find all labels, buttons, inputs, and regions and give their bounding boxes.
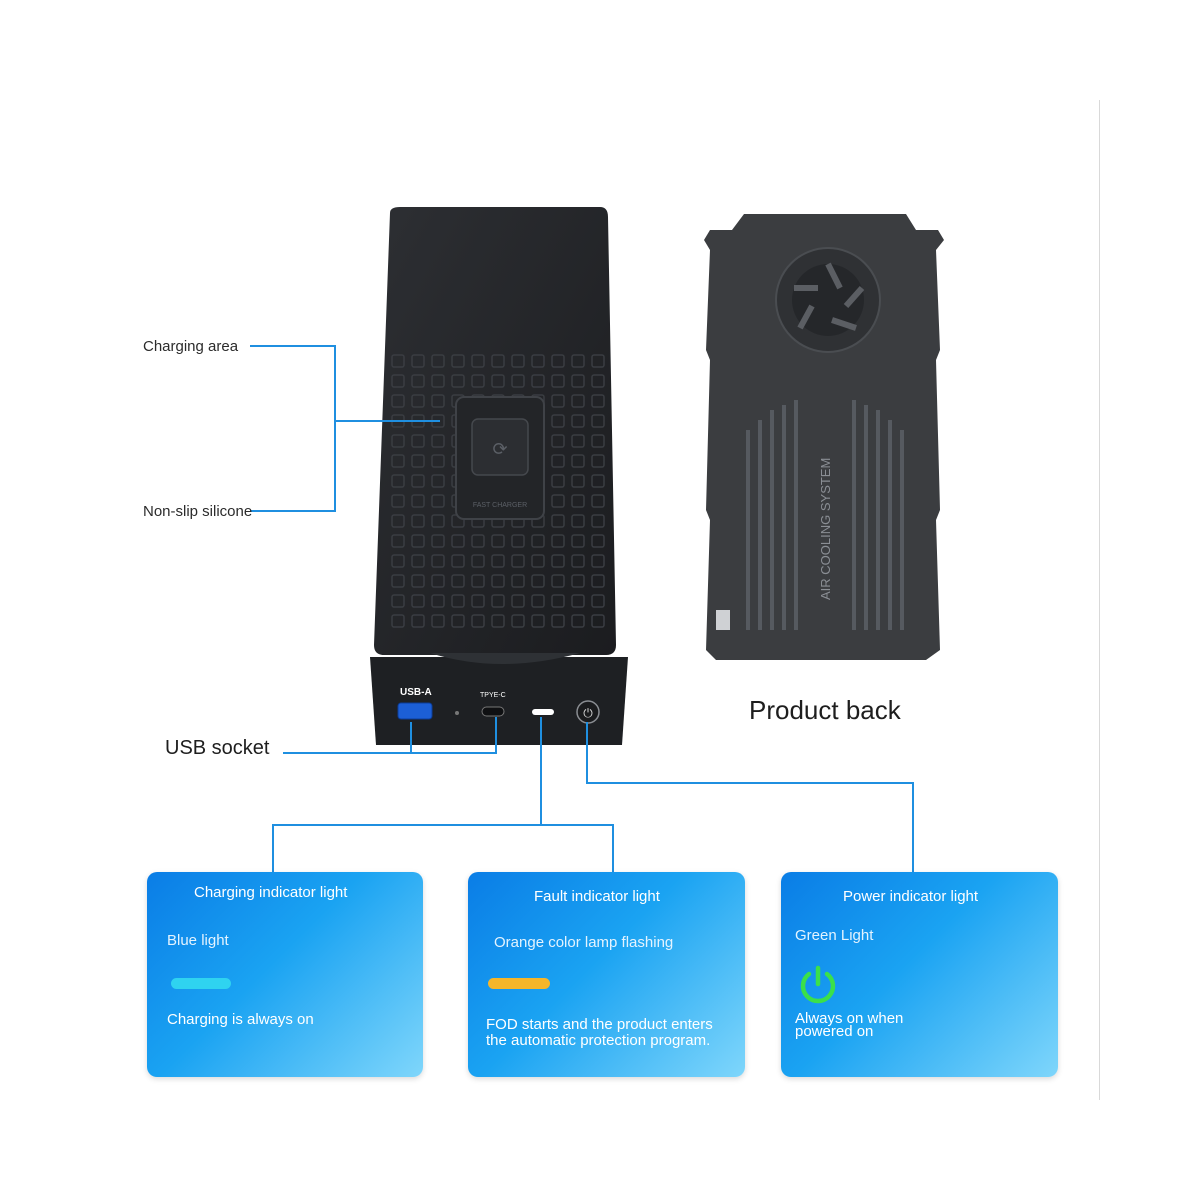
indicator-wire: [540, 717, 542, 825]
usb-socket-wire: [283, 752, 497, 754]
green-power-icon: [800, 965, 836, 1004]
card-description: FOD starts and the product enters the au…: [486, 1016, 713, 1049]
vertical-wire: [334, 345, 336, 512]
usb-a-port[interactable]: [397, 702, 433, 720]
grip-grid: [391, 354, 605, 628]
charging-area-label: Charging area: [143, 338, 239, 355]
right-divider: [1099, 100, 1100, 1100]
blue-light-indicator: [171, 978, 231, 989]
indicator-led: [532, 709, 554, 715]
product-back-label: Product back: [749, 695, 901, 725]
non-slip-wire: [250, 510, 336, 512]
card1-wire: [272, 824, 274, 874]
svg-text:⟳: ⟳: [492, 439, 507, 459]
orange-light-indicator: [488, 978, 550, 989]
charging-area-wire: [250, 345, 335, 347]
card2-wire: [612, 824, 614, 874]
card3-wire: [912, 782, 914, 874]
usb-socket-label: USB socket: [165, 737, 270, 759]
charger-front-image: ⟳ FAST CHARGER USB-A TPYE-C ⏻: [370, 207, 628, 745]
power-indicator-card: Power indicator light Green Light Always…: [781, 872, 1058, 1077]
type-c-wire: [495, 717, 497, 754]
badge-text: FAST CHARGER: [473, 502, 527, 509]
type-c-label: TPYE-C: [480, 692, 506, 699]
card-subtitle: Blue light: [167, 932, 229, 949]
type-c-port[interactable]: [481, 706, 505, 717]
charger-back-image: AIR COOLING SYSTEM: [704, 214, 944, 660]
power-button[interactable]: [576, 700, 600, 724]
power-icon: ⏻: [583, 706, 593, 720]
fault-indicator-card: Fault indicator light Orange color lamp …: [468, 872, 745, 1077]
card-subtitle: Green Light: [795, 927, 874, 944]
charging-indicator-card: Charging indicator light Blue light Char…: [147, 872, 423, 1077]
back-text: AIR COOLING SYSTEM: [818, 458, 833, 600]
power-wire-across: [586, 782, 914, 784]
connector: [716, 610, 730, 630]
usb-a-wire: [410, 722, 412, 754]
card-subtitle: Orange color lamp flashing: [494, 934, 674, 951]
card-title: Charging indicator light: [194, 884, 348, 901]
card-title: Power indicator light: [843, 888, 979, 905]
card-description: Always on when powered on: [795, 1010, 904, 1040]
usb-a-label: USB-A: [400, 687, 432, 698]
card-description: Charging is always on: [167, 1011, 314, 1028]
power-wire-down: [586, 722, 588, 784]
pad-pointer-wire: [334, 420, 440, 422]
split-wire: [272, 824, 614, 826]
card-title: Fault indicator light: [534, 888, 660, 905]
non-slip-label: Non-slip silicone: [143, 503, 253, 520]
